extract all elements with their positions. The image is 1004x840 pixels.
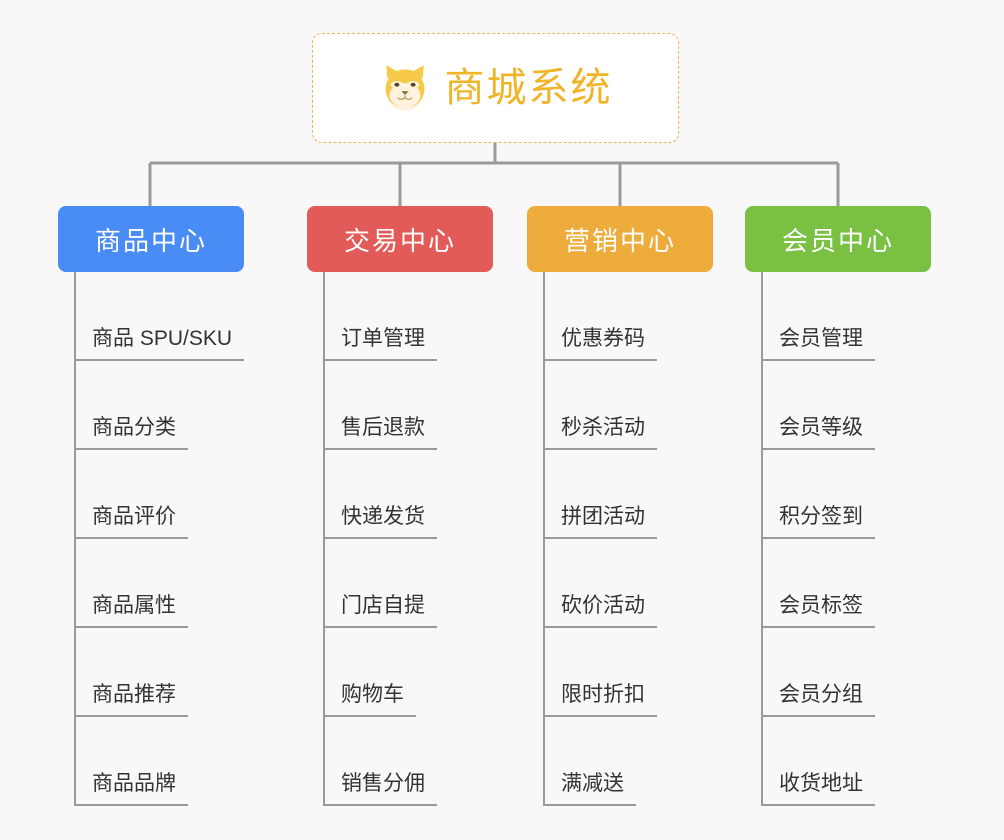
leaf-item[interactable]: 收货地址	[761, 717, 931, 806]
leaf-item[interactable]: 积分签到	[761, 450, 931, 539]
spine-2	[543, 272, 545, 806]
leaf-label: 砍价活动	[561, 594, 645, 617]
column-header-label-2: 营销中心	[563, 225, 676, 256]
leaf-item[interactable]: 售后退款	[323, 361, 493, 450]
leaf-label: 拼团活动	[561, 505, 645, 528]
leaf-label: 售后退款	[341, 416, 425, 439]
leaf-item[interactable]: 会员管理	[761, 272, 931, 361]
leaf-item[interactable]: 秒杀活动	[543, 361, 713, 450]
leaf-list-3: 会员管理 会员等级 积分签到 会员标签 会员分组 收货地址	[745, 272, 931, 806]
leaf-item[interactable]: 会员标签	[761, 539, 931, 628]
leaf-label: 购物车	[341, 683, 404, 706]
leaf-underline	[761, 804, 875, 806]
leaf-label: 快递发货	[341, 505, 425, 528]
leaf-item[interactable]: 满减送	[543, 717, 713, 806]
leaf-label: 订单管理	[341, 327, 425, 350]
leaf-label: 会员等级	[779, 416, 863, 439]
leaf-label: 会员管理	[779, 327, 863, 350]
leaf-label: 收货地址	[779, 772, 863, 795]
spine-1	[323, 272, 325, 806]
leaf-list-1: 订单管理 售后退款 快递发货 门店自提 购物车 销售分佣	[307, 272, 493, 806]
leaf-item[interactable]: 销售分佣	[323, 717, 493, 806]
leaf-underline	[323, 626, 437, 628]
leaf-underline	[74, 448, 188, 450]
leaf-underline	[323, 359, 437, 361]
leaf-underline	[543, 448, 657, 450]
leaf-underline	[323, 715, 416, 717]
shiba-dog-face-icon	[379, 62, 431, 114]
leaf-label: 优惠券码	[561, 327, 645, 350]
leaf-underline	[74, 359, 244, 361]
leaf-underline	[543, 715, 657, 717]
leaf-underline	[323, 537, 437, 539]
leaf-underline	[74, 715, 188, 717]
spine-0	[74, 272, 76, 806]
root-node[interactable]: 商城系统	[312, 33, 679, 143]
leaf-item[interactable]: 商品 SPU/SKU	[74, 272, 244, 361]
leaf-item[interactable]: 购物车	[323, 628, 493, 717]
leaf-label: 会员标签	[779, 594, 863, 617]
leaf-label: 满减送	[561, 772, 624, 795]
leaf-label: 商品分类	[92, 416, 176, 439]
leaf-item[interactable]: 优惠券码	[543, 272, 713, 361]
column-member-center: 会员中心 会员管理 会员等级 积分签到 会员标签 会员分组	[745, 206, 931, 806]
leaf-underline	[543, 804, 636, 806]
leaf-underline	[543, 359, 657, 361]
leaf-item[interactable]: 限时折扣	[543, 628, 713, 717]
leaf-label: 商品品牌	[92, 772, 176, 795]
leaf-item[interactable]: 订单管理	[323, 272, 493, 361]
column-header-0[interactable]: 商品中心	[58, 206, 244, 272]
spine-3	[761, 272, 763, 806]
leaf-underline	[323, 804, 437, 806]
leaf-item[interactable]: 商品品牌	[74, 717, 244, 806]
column-marketing-center: 营销中心 优惠券码 秒杀活动 拼团活动 砍价活动 限时折扣	[527, 206, 713, 806]
column-header-label-3: 会员中心	[781, 225, 894, 256]
leaf-item[interactable]: 会员等级	[761, 361, 931, 450]
leaf-underline	[543, 626, 657, 628]
leaf-underline	[74, 626, 188, 628]
column-header-label-0: 商品中心	[94, 225, 207, 256]
leaf-label: 限时折扣	[561, 683, 645, 706]
column-header-label-1: 交易中心	[343, 225, 456, 256]
leaf-item[interactable]: 商品推荐	[74, 628, 244, 717]
leaf-item[interactable]: 商品分类	[74, 361, 244, 450]
leaf-underline	[761, 359, 875, 361]
leaf-underline	[74, 804, 188, 806]
leaf-item[interactable]: 快递发货	[323, 450, 493, 539]
leaf-label: 秒杀活动	[561, 416, 645, 439]
leaf-label: 商品评价	[92, 505, 176, 528]
leaf-list-2: 优惠券码 秒杀活动 拼团活动 砍价活动 限时折扣 满减送	[527, 272, 713, 806]
column-header-3[interactable]: 会员中心	[745, 206, 931, 272]
column-trade-center: 交易中心 订单管理 售后退款 快递发货 门店自提 购物车	[307, 206, 493, 806]
leaf-item[interactable]: 门店自提	[323, 539, 493, 628]
leaf-label: 会员分组	[779, 683, 863, 706]
leaf-underline	[74, 537, 188, 539]
leaf-underline	[543, 537, 657, 539]
leaf-label: 销售分佣	[341, 772, 425, 795]
leaf-item[interactable]: 砍价活动	[543, 539, 713, 628]
leaf-label: 商品推荐	[92, 683, 176, 706]
column-header-1[interactable]: 交易中心	[307, 206, 493, 272]
leaf-item[interactable]: 商品评价	[74, 450, 244, 539]
root-title: 商城系统	[444, 66, 613, 110]
leaf-label: 门店自提	[341, 594, 425, 617]
leaf-label: 商品属性	[92, 594, 176, 617]
leaf-label: 积分签到	[779, 505, 863, 528]
leaf-underline	[323, 448, 437, 450]
leaf-item[interactable]: 拼团活动	[543, 450, 713, 539]
leaf-item[interactable]: 会员分组	[761, 628, 931, 717]
leaf-underline	[761, 626, 875, 628]
column-product-center: 商品中心 商品 SPU/SKU 商品分类 商品评价 商品属性 商品推荐	[58, 206, 244, 806]
leaf-label: 商品 SPU/SKU	[92, 327, 233, 350]
leaf-underline	[761, 448, 875, 450]
column-header-2[interactable]: 营销中心	[527, 206, 713, 272]
leaf-item[interactable]: 商品属性	[74, 539, 244, 628]
leaf-underline	[761, 537, 875, 539]
leaf-list-0: 商品 SPU/SKU 商品分类 商品评价 商品属性 商品推荐 商品品牌	[58, 272, 244, 806]
leaf-underline	[761, 715, 875, 717]
